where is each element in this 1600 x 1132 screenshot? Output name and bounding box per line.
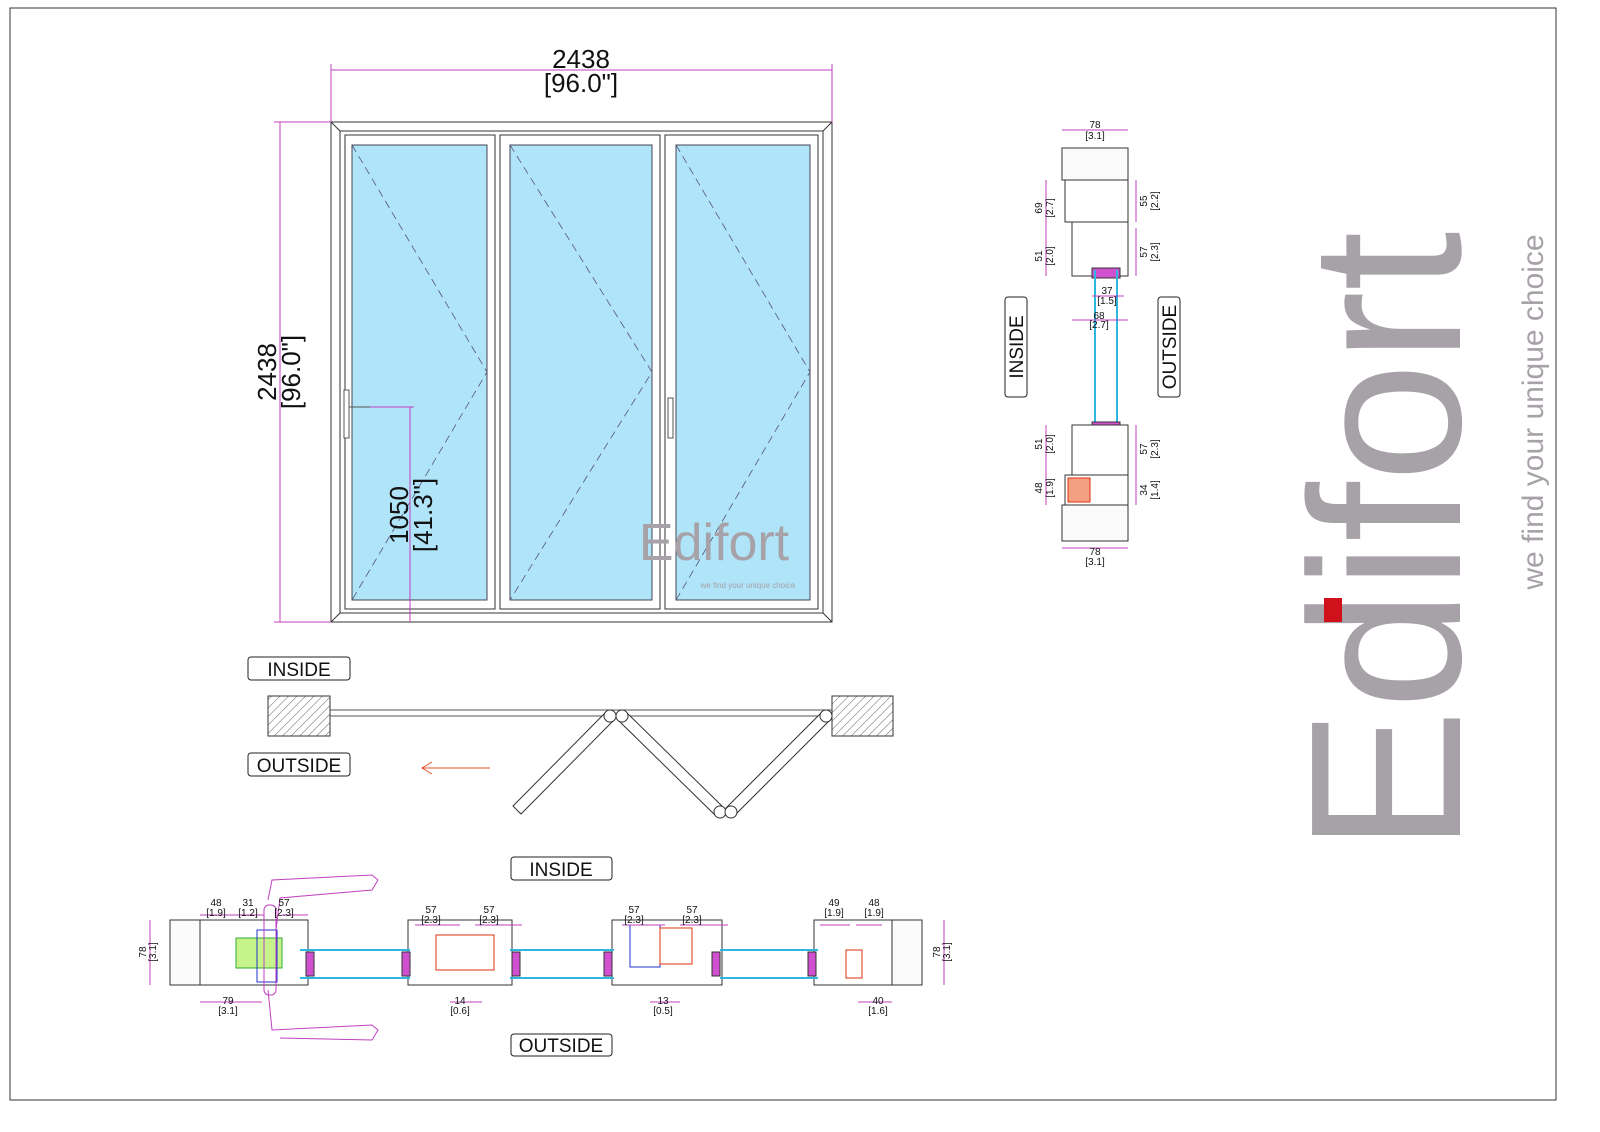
svg-text:[2.2]: [2.2] <box>1150 191 1161 211</box>
svg-text:49: 49 <box>828 898 840 909</box>
wall-left <box>267 695 331 737</box>
svg-text:[1.2]: [1.2] <box>238 908 258 919</box>
svg-text:[0.6]: [0.6] <box>450 1006 470 1017</box>
svg-text:[2.3]: [2.3] <box>624 915 644 926</box>
svg-text:OUTSIDE: OUTSIDE <box>519 1036 603 1057</box>
svg-text:[1.9]: [1.9] <box>1045 478 1056 498</box>
svg-text:[3.1]: [3.1] <box>942 942 953 962</box>
svg-text:78: 78 <box>138 946 149 958</box>
panel-2 <box>499 134 661 610</box>
plan-outside-label <box>247 752 351 777</box>
svg-text:78: 78 <box>1089 547 1101 558</box>
svg-text:[2.7]: [2.7] <box>1045 198 1056 218</box>
svg-text:48: 48 <box>868 898 880 909</box>
horizontal-section-dims: 78[3.1] 48[1.9] 31[1.2] 57[2.3] 79[3.1] … <box>138 898 953 1017</box>
svg-text:[2.3]: [2.3] <box>1150 439 1161 459</box>
svg-text:57: 57 <box>686 905 698 916</box>
height-dimension: 2438 [96.0"] <box>252 121 331 623</box>
svg-text:[96.0"]: [96.0"] <box>544 68 618 98</box>
svg-text:48: 48 <box>1034 482 1045 494</box>
svg-text:[2.0]: [2.0] <box>1045 246 1056 266</box>
watermark-brand: Edifort <box>639 514 790 572</box>
svg-text:INSIDE: INSIDE <box>529 860 592 881</box>
fold-direction-arrow <box>421 761 490 775</box>
svg-text:[3.1]: [3.1] <box>1085 557 1105 568</box>
svg-text:69: 69 <box>1034 202 1045 214</box>
vertical-section: INSIDE OUTSIDE 78[3.1] 69[2.7] 55[2.2] 5… <box>1004 120 1181 568</box>
svg-text:[3.1]: [3.1] <box>148 942 159 962</box>
svg-text:INSIDE: INSIDE <box>1007 315 1028 378</box>
svg-text:57: 57 <box>483 905 495 916</box>
svg-text:[2.3]: [2.3] <box>682 915 702 926</box>
svg-text:[0.5]: [0.5] <box>653 1006 673 1017</box>
svg-text:[2.0]: [2.0] <box>1045 434 1056 454</box>
elevation-view: Edifort we find your unique choice 2438 … <box>252 44 833 623</box>
svg-text:[1.5]: [1.5] <box>1097 296 1117 307</box>
svg-text:[1.9]: [1.9] <box>864 908 884 919</box>
svg-text:57: 57 <box>1139 246 1150 258</box>
edifort-logo: Edifort we find your unique choice <box>1265 231 1550 852</box>
plan-inside-label <box>247 656 351 681</box>
svg-text:48: 48 <box>210 898 222 909</box>
svg-text:1050: 1050 <box>384 486 414 544</box>
svg-text:57: 57 <box>1139 443 1150 455</box>
svg-text:[3.1]: [3.1] <box>218 1006 238 1017</box>
svg-text:[1.6]: [1.6] <box>868 1006 888 1017</box>
svg-text:14: 14 <box>454 996 466 1007</box>
svg-text:[1.4]: [1.4] <box>1150 480 1161 500</box>
svg-text:57: 57 <box>425 905 437 916</box>
svg-text:51: 51 <box>1034 250 1045 262</box>
svg-text:78: 78 <box>1089 120 1101 131</box>
panel-1 <box>344 134 496 610</box>
panel-3 <box>664 134 819 610</box>
svg-text:37: 37 <box>1101 286 1113 297</box>
svg-text:31: 31 <box>242 898 254 909</box>
svg-text:INSIDE: INSIDE <box>267 660 330 681</box>
logo-tagline: we find your unique choice <box>1517 234 1550 590</box>
svg-text:78: 78 <box>932 946 943 958</box>
svg-text:51: 51 <box>1034 438 1045 450</box>
vertical-section-dims: 78[3.1] 69[2.7] 55[2.2] 51[2.0] 57[2.3] … <box>1034 120 1161 568</box>
logo-brand: Edifort <box>1265 231 1506 852</box>
svg-text:[1.9]: [1.9] <box>824 908 844 919</box>
wall-right <box>831 695 894 737</box>
svg-text:79: 79 <box>222 996 234 1007</box>
svg-text:[2.7]: [2.7] <box>1089 320 1109 331</box>
sheet-border <box>9 7 1557 1101</box>
svg-text:[1.9]: [1.9] <box>206 908 226 919</box>
watermark-tagline: we find your unique choice <box>700 581 796 590</box>
svg-text:OUTSIDE: OUTSIDE <box>257 756 341 777</box>
svg-text:[96.0"]: [96.0"] <box>276 335 306 409</box>
svg-text:[3.1]: [3.1] <box>1085 131 1105 142</box>
svg-text:34: 34 <box>1139 484 1150 496</box>
svg-text:57: 57 <box>628 905 640 916</box>
logo-accent-square <box>1324 598 1342 622</box>
svg-text:2438: 2438 <box>552 44 610 74</box>
svg-text:2438: 2438 <box>252 343 282 401</box>
plan-view: INSIDE OUTSIDE <box>247 656 894 819</box>
handle-height-dimension: 1050 [41.3"] <box>370 406 438 622</box>
svg-text:68: 68 <box>1093 311 1105 322</box>
svg-text:[2.3]: [2.3] <box>1150 242 1161 262</box>
elevation-watermark: Edifort we find your unique choice <box>639 514 796 590</box>
svg-text:[2.3]: [2.3] <box>274 908 294 919</box>
svg-text:40: 40 <box>872 996 884 1007</box>
pull-handle <box>667 397 674 439</box>
svg-text:[41.3"]: [41.3"] <box>408 478 438 552</box>
horizontal-section: INSIDE OUTSIDE <box>138 856 953 1057</box>
svg-text:57: 57 <box>278 898 290 909</box>
svg-text:55: 55 <box>1139 195 1150 207</box>
svg-text:[2.3]: [2.3] <box>421 915 441 926</box>
svg-text:13: 13 <box>657 996 669 1007</box>
svg-text:[2.3]: [2.3] <box>479 915 499 926</box>
width-dimension: 2438 [96.0"] <box>330 44 833 122</box>
svg-text:OUTSIDE: OUTSIDE <box>1160 305 1181 389</box>
door-handle <box>343 389 350 439</box>
